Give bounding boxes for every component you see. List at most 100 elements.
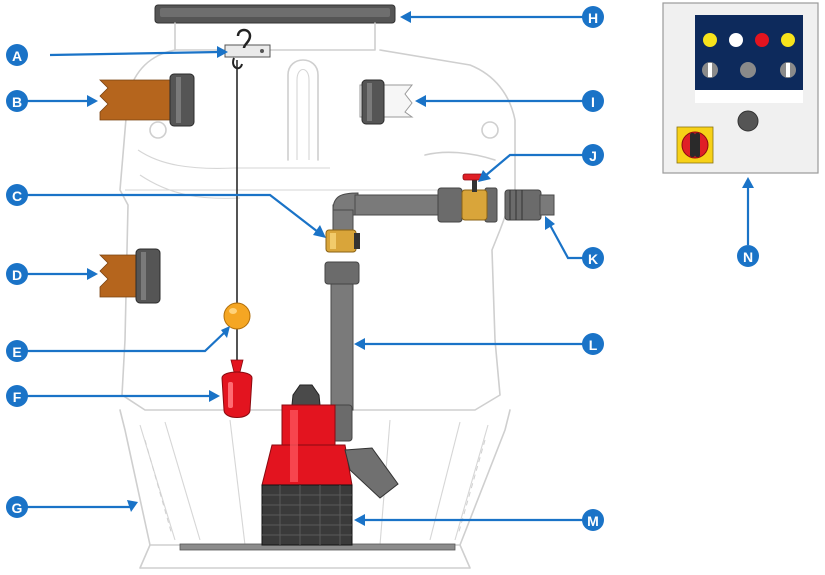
- pipe-seal-d: [135, 248, 161, 304]
- tank-upper-body: [119, 49, 516, 411]
- float-ball: [223, 302, 251, 330]
- rotary-switch-grip-2: [695, 133, 700, 157]
- pump-outlet-elbow: [344, 447, 399, 499]
- arrow-m: [354, 514, 365, 526]
- callout-g: G: [6, 496, 28, 518]
- seal-highlight-b: [176, 77, 181, 123]
- tank-handle-inner: [296, 68, 310, 160]
- seal-highlight-d: [141, 252, 146, 300]
- callout-d-label: D: [12, 267, 22, 283]
- callout-a-label: A: [12, 48, 22, 64]
- lamp-white: [729, 33, 743, 47]
- inlet-pipe-b: [99, 73, 195, 127]
- callout-n: N: [737, 245, 759, 267]
- callout-e-label: E: [12, 344, 21, 360]
- callout-n-label: N: [743, 249, 753, 265]
- tank-rib-2: [164, 421, 201, 541]
- leader-k: [549, 224, 585, 260]
- arrow-b: [87, 95, 98, 107]
- callout-leaders: [22, 11, 754, 526]
- cable-hook: [236, 28, 252, 49]
- arrow-i: [415, 95, 426, 107]
- callout-h: H: [582, 6, 604, 28]
- outlet-stub: [539, 194, 555, 216]
- float-ball-highlight: [229, 308, 237, 314]
- arrow-l: [354, 338, 365, 350]
- callout-i: I: [582, 90, 604, 112]
- arrow-n: [742, 177, 754, 188]
- tank-bolt-left: [149, 121, 167, 139]
- tank-outline: [119, 4, 516, 569]
- arrow-a: [217, 46, 228, 58]
- pump-intake-grille: [262, 485, 352, 545]
- tank-ledge: [424, 151, 496, 161]
- callout-c: C: [6, 184, 28, 206]
- callout-j: J: [582, 144, 604, 166]
- callout-l-label: L: [589, 337, 598, 353]
- pump-motor: [261, 444, 353, 486]
- arrow-d: [87, 268, 98, 280]
- seal-highlight-i: [367, 83, 372, 121]
- leader-a: [49, 50, 221, 57]
- tank-handle-outer: [287, 59, 319, 161]
- riser-pipe-lower: [330, 279, 354, 411]
- callout-b-label: B: [12, 94, 22, 110]
- selector-knob-1-mark: [708, 63, 712, 77]
- callout-k-label: K: [588, 251, 598, 267]
- lamp-yellow-2: [781, 33, 795, 47]
- callout-f-label: F: [13, 389, 22, 405]
- arrow-f: [209, 390, 220, 402]
- selector-knob-2: [740, 62, 756, 78]
- leader-c: [22, 193, 319, 233]
- control-panel-icon: [662, 2, 819, 174]
- lamp-yellow-1: [703, 33, 717, 47]
- discharge-pipe: [324, 187, 555, 442]
- callout-e: E: [6, 340, 28, 362]
- tank-rib-6: [454, 424, 489, 541]
- callout-g-label: G: [12, 500, 23, 516]
- check-valve-icon: [325, 229, 360, 253]
- pump-motor-top: [281, 404, 336, 446]
- callout-h-label: H: [588, 10, 598, 26]
- tank-foot: [139, 544, 471, 569]
- pump-highlight: [290, 410, 298, 482]
- arrow-j: [478, 170, 491, 182]
- submersible-pump-icon: [261, 384, 399, 546]
- tank-hidden-line-left: [144, 439, 173, 536]
- tank-neck: [174, 22, 376, 51]
- lamp-red: [755, 33, 769, 47]
- gate-valve-icon: [461, 173, 488, 221]
- tank-rib-3: [229, 419, 246, 546]
- callout-c-label: C: [12, 188, 22, 204]
- inlet-pipe-i: [359, 79, 414, 125]
- callout-j-label: J: [589, 148, 597, 164]
- tank-rib-5: [429, 421, 461, 541]
- check-valve-highlight: [330, 233, 336, 249]
- indicator-label-strip: [695, 90, 803, 103]
- inlet-pipe-d: [99, 248, 161, 304]
- horizontal-pipe: [354, 194, 444, 216]
- gate-valve-body: [461, 189, 488, 221]
- float-switch-body: [221, 371, 253, 418]
- bracket-screw: [260, 49, 264, 53]
- callout-l: L: [582, 333, 604, 355]
- riser-union: [324, 261, 360, 285]
- tank-lid-highlight: [160, 8, 390, 17]
- float-switch-icon: [221, 359, 253, 418]
- cable-loop: [232, 57, 243, 70]
- indicator-panel: [695, 15, 803, 103]
- rotary-switch-grip: [690, 133, 695, 157]
- leader-j: [484, 153, 585, 177]
- gate-valve-stem: [472, 178, 477, 192]
- reset-button: [737, 110, 759, 132]
- callout-k: K: [582, 247, 604, 269]
- callout-b: B: [6, 90, 28, 112]
- arrow-e: [221, 326, 230, 338]
- arrow-c: [313, 225, 326, 238]
- rotary-switch-icon: [676, 126, 714, 164]
- callout-d: D: [6, 263, 28, 285]
- union-j-left: [437, 187, 463, 223]
- tank-bolt-right: [481, 121, 499, 139]
